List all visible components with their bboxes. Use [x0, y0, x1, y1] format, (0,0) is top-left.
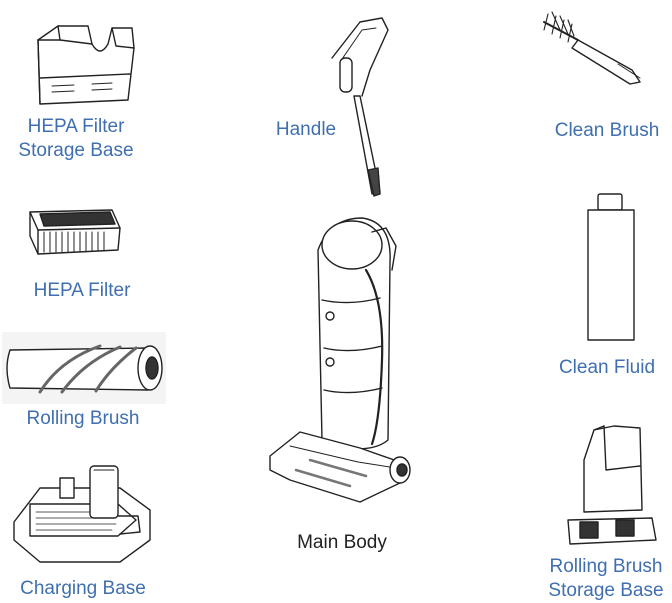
clean-fluid-illustration — [587, 193, 635, 341]
charging-base-illustration — [13, 465, 151, 563]
hepa-filter-storage-base-line2: Storage Base — [18, 140, 134, 161]
rolling-brush-illustration — [2, 332, 166, 404]
handle-illustration — [331, 17, 389, 197]
rolling-brush-storage-base-line2: Storage Base — [548, 580, 664, 601]
hepa-filter-illustration — [29, 209, 121, 255]
rolling-brush-label: Rolling Brush — [26, 408, 140, 429]
main-body-illustration — [269, 217, 411, 503]
charging-base-label: Charging Base — [20, 578, 146, 599]
hepa-filter-storage-base-illustration — [37, 25, 135, 105]
rolling-brush-storage-base-label: Rolling Brush Storage Base — [542, 555, 670, 603]
hepa-filter-storage-base-label: HEPA Filter Storage Base — [14, 115, 138, 163]
hepa-filter-storage-base-line1: HEPA Filter — [27, 116, 125, 137]
handle-label: Handle — [275, 119, 337, 140]
rolling-brush-storage-base-line1: Rolling Brush — [549, 556, 663, 577]
clean-brush-label: Clean Brush — [554, 120, 660, 141]
main-body-label: Main Body — [297, 532, 387, 553]
rolling-brush-storage-base-illustration — [567, 425, 657, 545]
hepa-filter-label: HEPA Filter — [33, 280, 131, 301]
clean-fluid-label: Clean Fluid — [558, 357, 656, 378]
clean-brush-illustration — [543, 11, 641, 85]
